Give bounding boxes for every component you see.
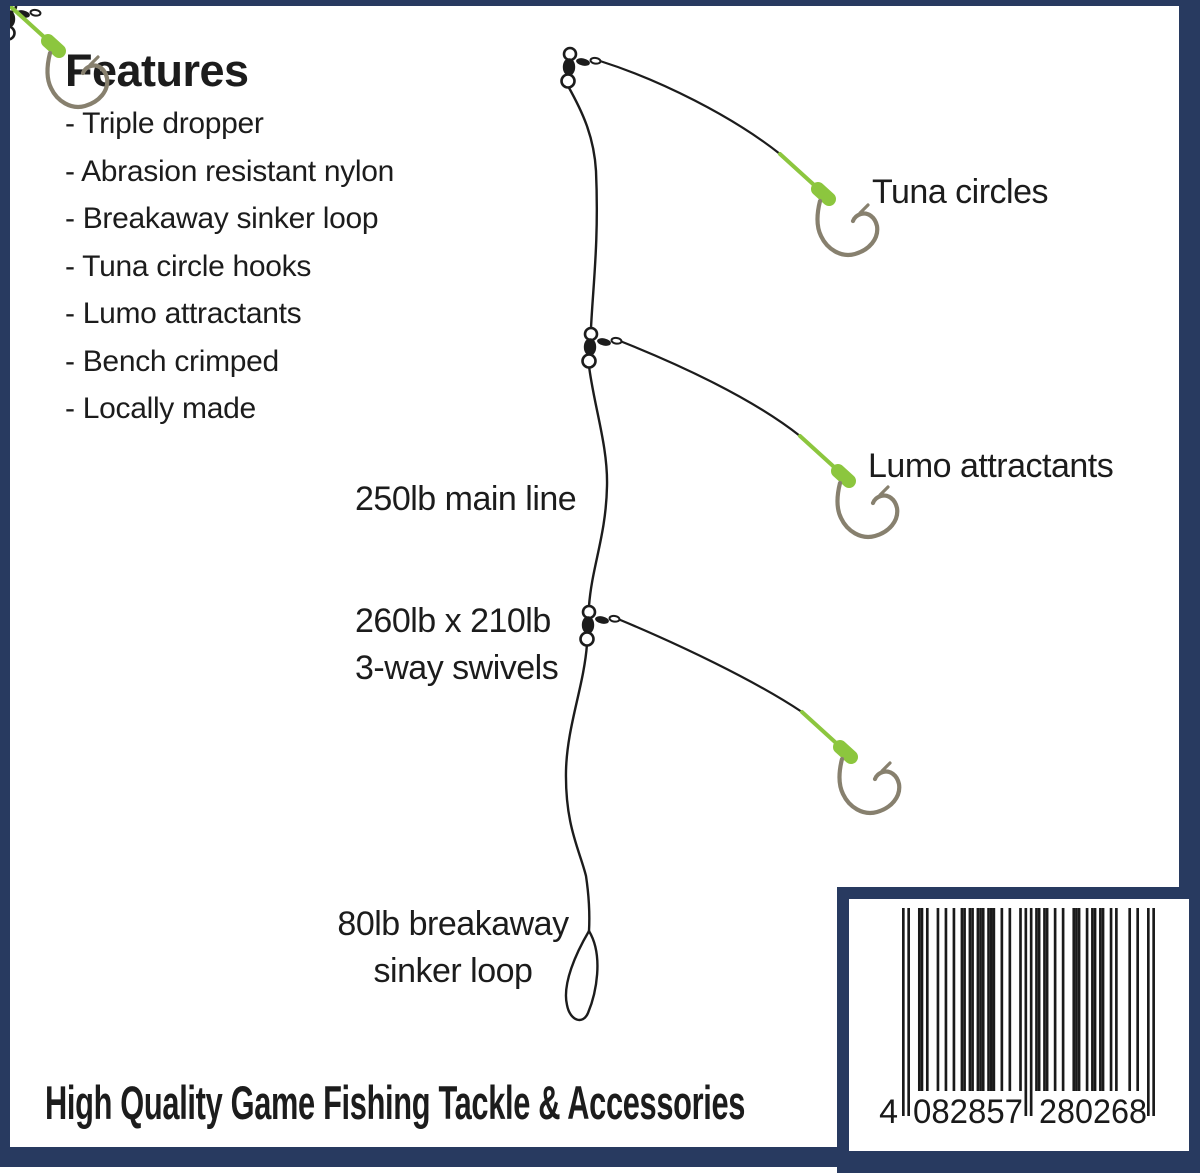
lumo-attractants-label: Lumo attractants xyxy=(868,447,1114,485)
swivels-label: 260lb x 210lb 3-way swivels xyxy=(355,598,559,692)
sinker-loop xyxy=(564,929,599,1022)
swivels-label-line1: 260lb x 210lb xyxy=(355,602,551,640)
svg-text:082857: 082857 xyxy=(913,1093,1023,1131)
main-line-label: 250lb main line xyxy=(355,480,577,518)
feature-item: - Breakaway sinker loop xyxy=(65,202,379,235)
svg-text:280268: 280268 xyxy=(1039,1093,1147,1131)
svg-text:4: 4 xyxy=(879,1093,898,1131)
swivels-label-line2: 3-way swivels xyxy=(355,649,559,687)
dropper-assembly xyxy=(10,6,110,110)
dropper-line-top xyxy=(598,59,782,156)
dropper-line-bottom xyxy=(616,617,804,714)
barcode-box: 4 082857 280268 xyxy=(837,887,1200,1173)
feature-item: - Bench crimped xyxy=(65,344,279,378)
tagline: High Quality Game Fishing Tackle & Acces… xyxy=(45,1076,746,1129)
feature-item: - Tuna circle hooks xyxy=(65,249,312,283)
barcode-bars: 4 082857 280268 xyxy=(879,908,1155,1131)
feature-item: - Lumo attractants xyxy=(65,297,302,330)
dropper-line-middle xyxy=(618,339,802,438)
three-way-swivel-icon xyxy=(579,604,622,647)
barcode: 4 082857 280268 xyxy=(849,899,1189,1151)
feature-item: - Abrasion resistant nylon xyxy=(65,154,395,188)
rig-diagram xyxy=(10,6,1200,1022)
sinker-loop-label-line1: 80lb breakaway xyxy=(337,905,569,943)
feature-item: - Triple dropper xyxy=(65,107,264,140)
circle-hook-icon xyxy=(45,50,110,110)
dropper-lines xyxy=(598,59,804,714)
features-title: Features xyxy=(65,45,249,96)
lumo-tube-icon xyxy=(41,34,66,58)
sinker-loop-label: 80lb breakaway sinker loop xyxy=(308,901,598,995)
feature-item: - Locally made xyxy=(65,392,256,425)
tuna-circles-label: Tuna circles xyxy=(872,173,1049,211)
features-section: Features - Triple dropper - Abrasion resi… xyxy=(65,44,394,433)
lumo-tube-line xyxy=(10,6,45,38)
three-way-swivel-icon xyxy=(581,326,624,369)
features-list: - Triple dropper - Abrasion resistant nyl… xyxy=(65,100,394,433)
main-line xyxy=(564,84,609,1022)
sinker-loop-label-line2: sinker loop xyxy=(373,952,533,990)
